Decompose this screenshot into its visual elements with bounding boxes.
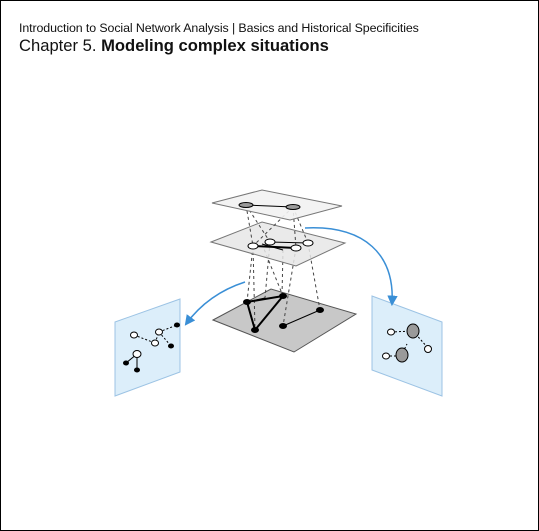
projection-node — [174, 322, 180, 328]
left-projection-network — [123, 322, 180, 373]
top-node — [238, 202, 254, 208]
middle-layer — [209, 221, 347, 267]
page-header: Introduction to Social Network Analysis … — [19, 21, 529, 56]
projection-node — [387, 328, 395, 336]
projection-node — [168, 343, 174, 349]
top-layer-network — [238, 202, 301, 210]
projection-node — [382, 352, 390, 360]
chapter-heading: Chapter 5. Modeling complex situations — [19, 36, 529, 56]
right-projection-panel — [371, 295, 443, 397]
left-projection-panel — [114, 298, 181, 397]
projection-node — [123, 360, 129, 366]
projection-node — [406, 323, 420, 339]
bottom-layer-network — [243, 293, 324, 333]
projection-node — [395, 347, 409, 363]
middle-layer-network — [247, 238, 314, 252]
projection-node — [151, 339, 159, 347]
bottom-node — [316, 307, 324, 313]
bottom-node — [279, 323, 287, 329]
projection-node — [424, 345, 432, 353]
bottom-node — [251, 327, 259, 333]
middle-node — [247, 242, 259, 250]
middle-node — [264, 238, 276, 246]
projection-arrow-right — [304, 227, 398, 307]
middle-node — [290, 244, 302, 252]
chapter-prefix: Chapter 5. — [19, 36, 102, 55]
top-node — [285, 204, 301, 210]
projection-arrow-left — [184, 281, 246, 326]
projection-node — [134, 367, 140, 373]
bottom-node — [243, 299, 251, 305]
course-title: Introduction to Social Network Analysis … — [19, 21, 419, 35]
bottom-node — [279, 293, 287, 299]
projection-node — [130, 331, 138, 339]
chapter-title: Modeling complex situations — [101, 36, 329, 55]
middle-node — [302, 239, 314, 247]
projection-node — [132, 350, 142, 358]
top-layer — [211, 189, 343, 221]
right-projection-network — [382, 323, 432, 363]
projection-node — [155, 328, 163, 336]
